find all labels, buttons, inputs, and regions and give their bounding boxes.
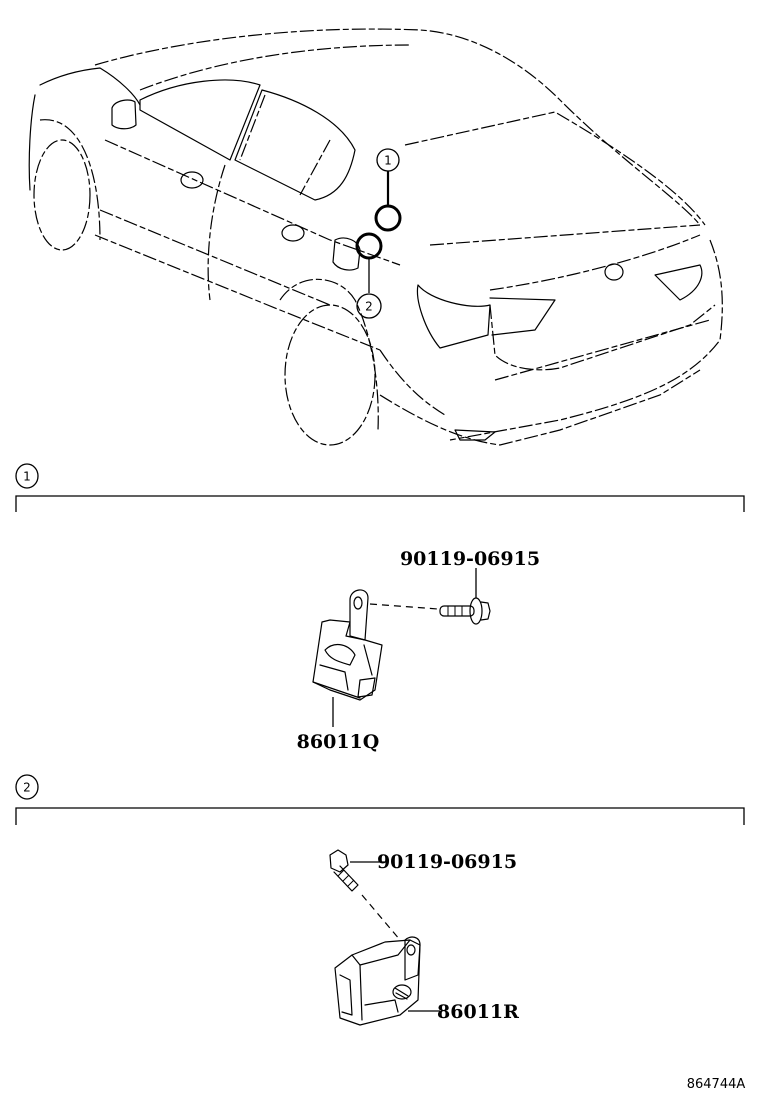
section-2: 2 90119-06915 86011R xyxy=(15,774,745,1026)
section-number: 2 xyxy=(23,781,31,795)
diagram-id-label: 864744A xyxy=(687,1077,746,1092)
bolt-icon[interactable] xyxy=(329,849,359,892)
module-icon[interactable] xyxy=(334,936,421,1026)
part-number-label[interactable]: 86011Q xyxy=(297,731,380,753)
part-number-label[interactable]: 90119-06915 xyxy=(377,851,517,873)
section-number: 1 xyxy=(23,470,31,484)
section-bracket xyxy=(15,807,745,825)
assembly-line xyxy=(369,603,439,610)
section-2-badge xyxy=(15,774,39,800)
bolt-icon[interactable] xyxy=(439,597,491,625)
section-1: 1 90119-06915 86011Q xyxy=(15,463,745,753)
section-bracket xyxy=(15,495,745,512)
car-callout-2[interactable]: 2 xyxy=(355,232,383,319)
callout-number: 2 xyxy=(365,300,373,314)
assembly-line xyxy=(361,894,401,941)
callout-number: 1 xyxy=(384,154,392,168)
car-illustration xyxy=(28,28,723,446)
section-1-badge xyxy=(15,463,39,489)
part-number-label[interactable]: 86011R xyxy=(437,1001,519,1023)
module-icon[interactable] xyxy=(312,589,383,701)
location-marker-1 xyxy=(374,204,402,232)
part-number-label[interactable]: 90119-06915 xyxy=(400,548,540,570)
car-callout-1[interactable]: 1 xyxy=(374,148,402,232)
